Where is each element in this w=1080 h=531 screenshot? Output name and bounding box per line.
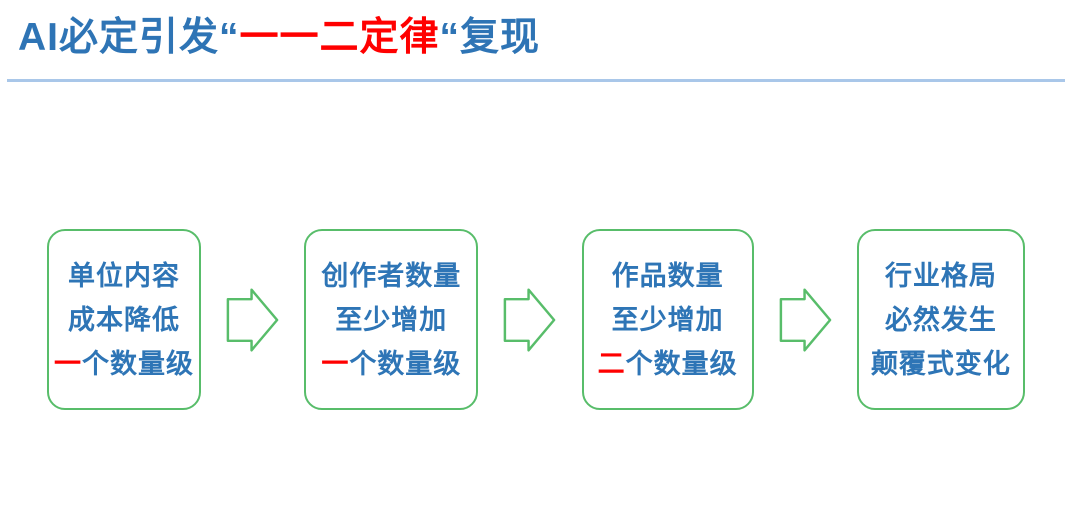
box-line: 一个数量级 bbox=[321, 342, 461, 386]
box-line: 颠覆式变化 bbox=[871, 342, 1011, 386]
box-line-highlight: 二 bbox=[597, 348, 626, 379]
page-title: AI必定引发“一一二定律“复现 bbox=[18, 6, 540, 62]
flow-box-unit-cost: 单位内容 成本降低 一个数量级 bbox=[47, 229, 201, 410]
right-block-arrow-icon bbox=[779, 287, 832, 352]
right-block-arrow-icon bbox=[504, 287, 556, 352]
process-flow: 单位内容 成本降低 一个数量级 创作者数量 至少增加 一个数量级 作品数量 至少… bbox=[47, 229, 1025, 410]
box-line: 必然发生 bbox=[884, 304, 997, 335]
flow-box-industry: 行业格局 必然发生 颠覆式变化 bbox=[856, 229, 1025, 410]
box-line-rest: 颠覆式变化 bbox=[870, 348, 1011, 379]
box-line: 单位内容 bbox=[68, 260, 180, 291]
box-line: 作品数量 bbox=[611, 260, 724, 291]
title-divider-line bbox=[7, 79, 1065, 82]
flow-box-creators: 创作者数量 至少增加 一个数量级 bbox=[304, 229, 479, 410]
box-line-rest: 个数量级 bbox=[82, 348, 194, 379]
right-block-arrow-icon bbox=[226, 287, 279, 352]
box-line: 创作者数量 bbox=[321, 260, 462, 291]
box-line: 一个数量级 bbox=[54, 342, 194, 386]
box-line: 成本降低 bbox=[68, 304, 180, 335]
title-segment-red: 一一二定律 bbox=[239, 16, 440, 59]
box-line: 行业格局 bbox=[884, 260, 997, 291]
title-segment-blue-left: AI必定引发“ bbox=[18, 16, 240, 59]
title-segment-blue-right: “复现 bbox=[439, 16, 541, 59]
box-line-rest: 个数量级 bbox=[349, 348, 462, 379]
box-line: 至少增加 bbox=[611, 304, 724, 335]
box-line-rest: 个数量级 bbox=[625, 348, 738, 379]
box-line: 至少增加 bbox=[335, 304, 448, 335]
box-line-highlight: 一 bbox=[321, 348, 350, 379]
box-line-highlight: 一 bbox=[54, 348, 82, 379]
box-line: 二个数量级 bbox=[598, 342, 738, 386]
flow-box-works: 作品数量 至少增加 二个数量级 bbox=[581, 229, 754, 410]
